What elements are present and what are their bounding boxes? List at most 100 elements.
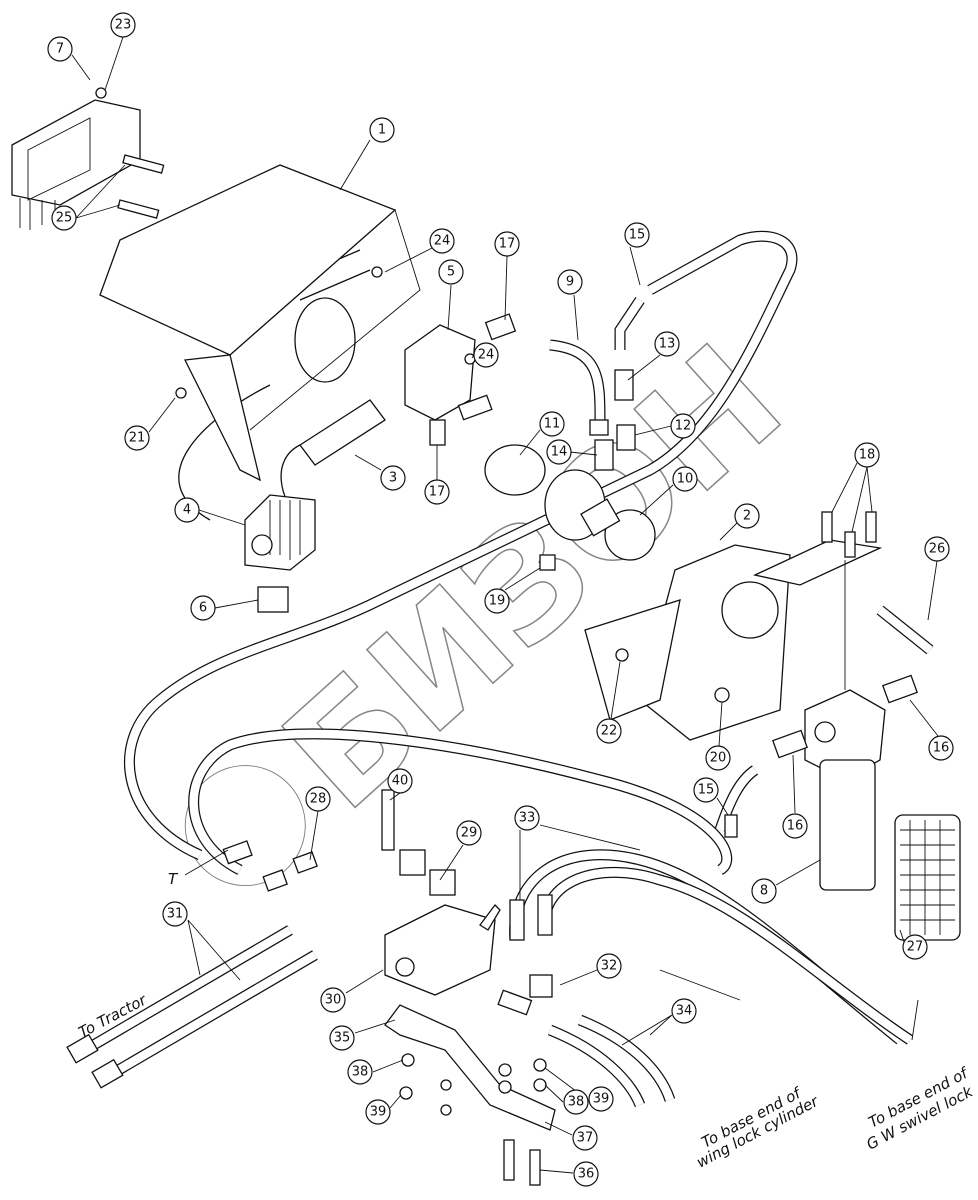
fittings: [66, 87, 919, 1116]
callout-17: 17: [494, 231, 520, 257]
svg-text:26: 26: [929, 542, 946, 557]
callout-16: 16: [928, 735, 954, 761]
callout-15: 15: [693, 777, 719, 803]
svg-text:21: 21: [129, 431, 146, 446]
filter: [804, 560, 886, 891]
callout-25: 25: [51, 205, 77, 231]
callout-29: 29: [456, 820, 482, 846]
cover-plate: [99, 164, 421, 482]
svg-text:16: 16: [933, 741, 950, 756]
callout-26: 26: [924, 536, 950, 562]
callout-37: 37: [572, 1125, 598, 1151]
svg-text:25: 25: [56, 211, 73, 226]
callout-33: 33: [514, 805, 540, 831]
callout-32: 32: [596, 953, 622, 979]
svg-text:13: 13: [659, 337, 676, 352]
svg-text:17: 17: [499, 237, 516, 252]
svg-text:29: 29: [461, 826, 478, 841]
svg-text:36: 36: [578, 1167, 595, 1182]
svg-text:18: 18: [859, 448, 876, 463]
callout-38: 38: [347, 1059, 373, 1085]
svg-text:22: 22: [601, 724, 618, 739]
callout-39: 39: [588, 1086, 614, 1112]
solenoid-coil: [244, 494, 316, 571]
callouts: 1 2 3 4 5 6 7 8 9 10 11 12 13 14 15 15 1…: [47, 12, 954, 1187]
callout-28: 28: [305, 786, 331, 812]
callout-20: 20: [705, 745, 731, 771]
callout-19: 19: [484, 588, 510, 614]
callout-2: 2: [734, 503, 760, 529]
svg-text:11: 11: [544, 417, 561, 432]
flow-valve: [484, 444, 546, 496]
svg-text:28: 28: [310, 792, 327, 807]
svg-text:35: 35: [334, 1031, 351, 1046]
callout-18: 18: [854, 442, 880, 468]
callout-14: 14: [546, 439, 572, 465]
svg-text:40: 40: [392, 774, 409, 789]
svg-text:39: 39: [593, 1092, 610, 1107]
svg-text:24: 24: [478, 348, 495, 363]
label-t: T: [168, 870, 179, 888]
callout-39: 39: [365, 1099, 391, 1125]
callout-35: 35: [329, 1025, 355, 1051]
callout-21: 21: [124, 425, 150, 451]
svg-text:12: 12: [675, 419, 692, 434]
svg-text:3: 3: [389, 471, 397, 486]
callout-5: 5: [438, 259, 464, 285]
svg-text:17: 17: [429, 485, 446, 500]
svg-text:33: 33: [519, 811, 536, 826]
svg-text:38: 38: [352, 1065, 369, 1080]
svg-text:19: 19: [489, 594, 506, 609]
callout-4: 4: [174, 497, 200, 523]
callout-12: 12: [670, 413, 696, 439]
control-box: [11, 99, 141, 230]
svg-text:6: 6: [199, 601, 207, 616]
callout-36: 36: [573, 1161, 599, 1187]
callout-15: 15: [624, 222, 650, 248]
callout-13: 13: [654, 331, 680, 357]
svg-text:8: 8: [760, 884, 768, 899]
callout-23: 23: [110, 12, 136, 38]
svg-text:15: 15: [698, 783, 715, 798]
callout-16: 16: [782, 813, 808, 839]
svg-text:27: 27: [907, 940, 924, 955]
valve-bracket: [384, 1004, 556, 1131]
callout-22: 22: [596, 718, 622, 744]
callout-10: 10: [672, 466, 698, 492]
callout-1: 1: [369, 117, 395, 143]
callout-27: 27: [902, 934, 928, 960]
svg-text:9: 9: [566, 275, 574, 290]
svg-text:5: 5: [447, 265, 455, 280]
callout-24: 24: [429, 228, 455, 254]
svg-text:32: 32: [601, 959, 618, 974]
bolts: [117, 154, 877, 1186]
callout-9: 9: [557, 269, 583, 295]
callout-17: 17: [424, 479, 450, 505]
callout-34: 34: [671, 998, 697, 1024]
svg-text:10: 10: [677, 472, 694, 487]
callout-11: 11: [539, 411, 565, 437]
svg-text:34: 34: [676, 1004, 693, 1019]
connector: [257, 586, 289, 613]
hoses: [82, 230, 934, 1108]
filter-element: [894, 814, 961, 941]
svg-text:37: 37: [577, 1131, 594, 1146]
callout-3: 3: [380, 465, 406, 491]
svg-text:16: 16: [787, 819, 804, 834]
callout-38: 38: [563, 1089, 589, 1115]
valve-block: [404, 324, 476, 421]
svg-text:23: 23: [115, 18, 132, 33]
callout-8: 8: [751, 878, 777, 904]
svg-text:24: 24: [434, 234, 451, 249]
cartridge-valve: [299, 399, 386, 466]
callout-6: 6: [190, 595, 216, 621]
svg-text:1: 1: [378, 123, 386, 138]
leader-lines: [71, 36, 939, 1174]
svg-text:4: 4: [183, 503, 191, 518]
svg-text:38: 38: [568, 1095, 585, 1110]
diverter-valve: [384, 904, 501, 996]
callout-24: 24: [473, 342, 499, 368]
callout-30: 30: [320, 987, 346, 1013]
